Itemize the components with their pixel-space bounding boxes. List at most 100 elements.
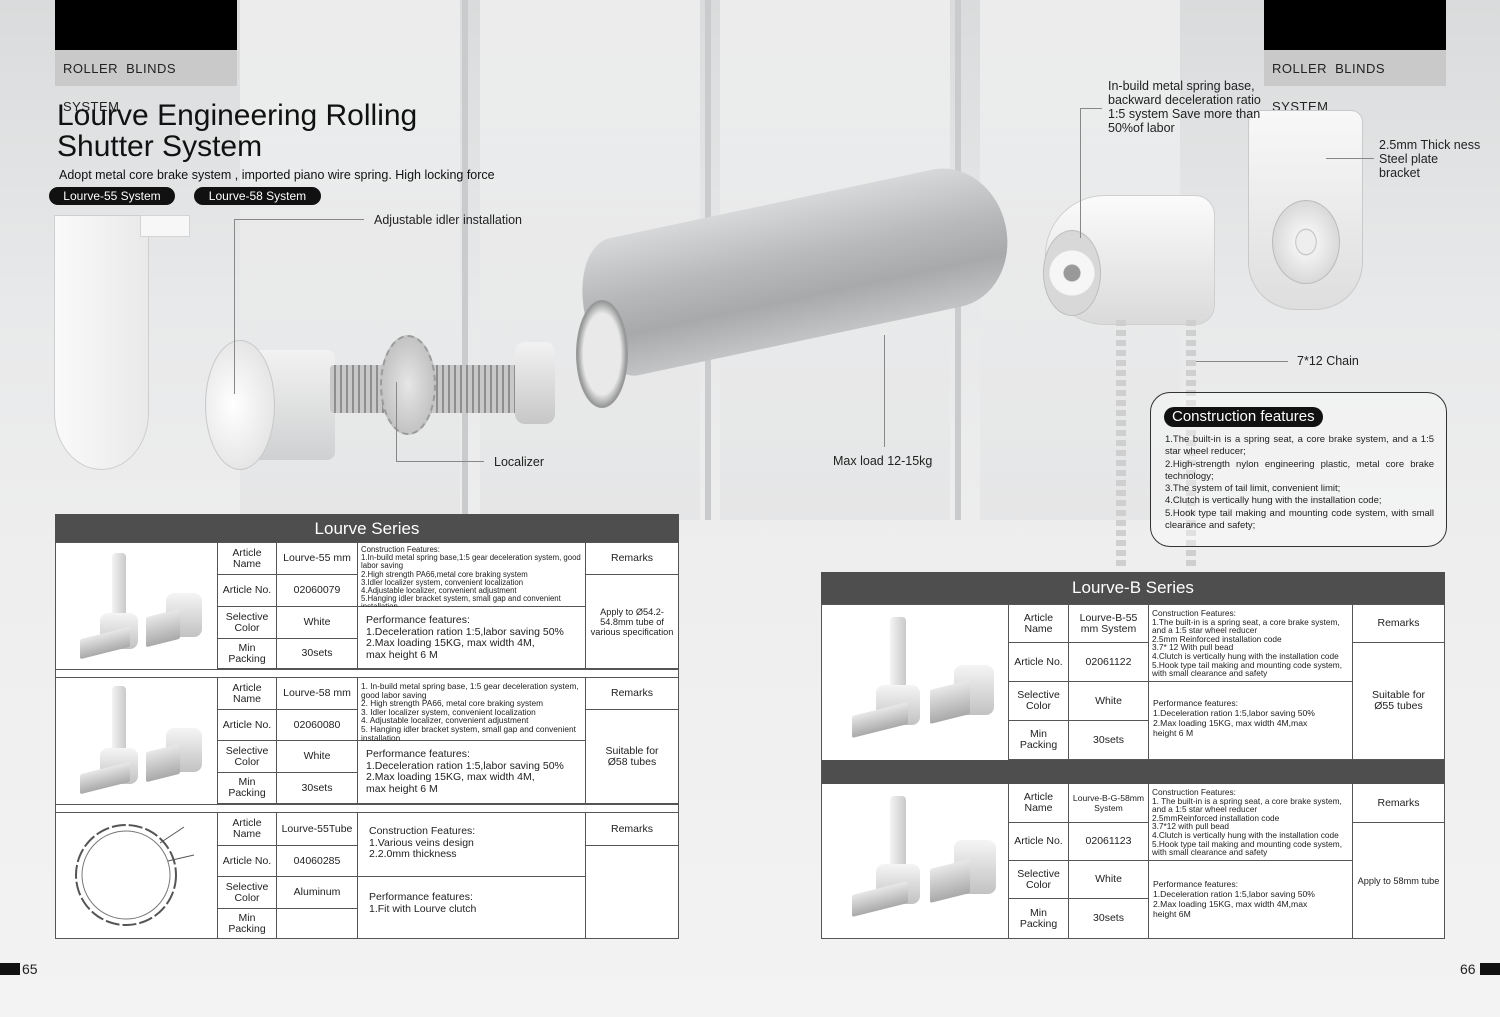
value-article-no: 04060285 xyxy=(277,846,358,877)
product-photo-lourve-55 xyxy=(56,543,217,669)
leader-chain xyxy=(1196,361,1288,362)
tube-profile-icon xyxy=(75,824,195,926)
left-bracket-top xyxy=(140,215,190,237)
label-article-name: Article Name xyxy=(217,678,277,710)
construction-line: 1.Various veins design xyxy=(369,836,474,849)
performance-line: 2.Max loading 15KG, max width 4M, xyxy=(366,771,535,783)
tube-mouth-drawing xyxy=(576,300,628,408)
construction-line: 2. High strength PA66, metal core brakin… xyxy=(361,698,544,709)
product-photo-lourve-b-55 xyxy=(822,605,1008,760)
leader-localizer-horizontal xyxy=(396,461,484,462)
construction-features-cell: Construction Features: 1. The built-in i… xyxy=(1149,784,1353,861)
performance-line: 1.Deceleration ration 1:5,labor saving 5… xyxy=(1153,708,1315,718)
label-selective-color: Selective Color xyxy=(217,877,277,909)
value-article-no: 02061123 xyxy=(1069,823,1149,861)
lourve-series-title: Lourve Series xyxy=(55,514,679,543)
leader-spring-base-horizontal xyxy=(1080,108,1102,109)
construction-line: 3. Idler localizer system, convenient lo… xyxy=(361,706,536,717)
label-article-name: Article Name xyxy=(217,813,277,846)
spring-end-drawing xyxy=(515,342,555,424)
construction-line: 1.In-build metal spring base,1:5 gear de… xyxy=(361,553,581,571)
bracket-hole-drawing xyxy=(1272,200,1340,284)
label-selective-color: Selective Color xyxy=(1008,861,1069,899)
performance-line: 2.Max loading 15KG, max width 4M,max xyxy=(1153,718,1308,728)
remarks-header: Remarks xyxy=(586,678,679,710)
construction-line: 5.Hanging idler bracket system, small ga… xyxy=(361,594,561,612)
construction-line: 3.7*12 with pull bead xyxy=(1152,821,1230,832)
performance-line: Performance features: xyxy=(1153,879,1239,889)
performance-line: max height 6 M xyxy=(366,648,438,661)
construction-features-list: 1.The built-in is a spring seat, a core … xyxy=(1165,434,1434,532)
value-min-packing xyxy=(277,909,358,938)
performance-features-cell: Performance features: 1.Fit with Lourve … xyxy=(358,877,586,938)
construction-features-title: Construction features xyxy=(1164,407,1323,427)
value-article-name: Lourve-B-G-58mm System xyxy=(1069,784,1149,823)
localizer-gear-drawing xyxy=(380,335,436,435)
label-article-no: Article No. xyxy=(217,575,277,607)
callout-max-load: Max load 12-15kg xyxy=(833,454,933,468)
value-selective-color: White xyxy=(1069,682,1149,721)
construction-line: 4.Clutch is vertically hung with the ins… xyxy=(1152,829,1339,840)
title-line-1: Lourve Engineering Rolling xyxy=(57,99,418,132)
left-bracket-drawing xyxy=(54,215,149,470)
construction-line: 5. Hanging idler bracket system, small g… xyxy=(361,723,576,743)
construction-line: 2.High strength PA66,metal core braking … xyxy=(361,569,528,579)
performance-line: 2.Max loading 15KG, max width 4M,max xyxy=(1153,899,1308,909)
performance-line: Performance features: xyxy=(1153,698,1239,708)
performance-line: 1.Deceleration ration 1:5,labor saving 5… xyxy=(1153,889,1315,899)
construction-line: Construction Features: xyxy=(1152,787,1236,797)
label-min-packing: Min Packing xyxy=(217,773,277,804)
remarks-value: Apply to 58mm tube xyxy=(1353,823,1445,938)
row-divider xyxy=(56,669,678,678)
value-article-name: Lourve-B-55 mm System xyxy=(1069,605,1149,643)
page-marker-left xyxy=(0,963,20,975)
callout-bracket: 2.5mm Thick ness Steel plate bracket xyxy=(1379,138,1480,180)
callout-spring-base-line: In-build metal spring base, xyxy=(1108,79,1255,93)
construction-line: 5.Hook type tail making and mounting cod… xyxy=(1152,838,1343,858)
callout-spring-base-line: backward deceleration ratio xyxy=(1108,93,1261,107)
construction-line: 2.2.0mm thickness xyxy=(369,848,457,860)
label-min-packing: Min Packing xyxy=(217,639,277,669)
callout-idler: Adjustable idler installation xyxy=(374,213,523,227)
construction-features-cell: Construction Features: 1.Various veins d… xyxy=(358,813,586,877)
lourve-b-series-title: Lourve-B Series xyxy=(821,572,1445,604)
label-article-no: Article No. xyxy=(1008,823,1069,861)
leader-max-load xyxy=(884,335,885,447)
leader-idler-vertical xyxy=(234,219,235,394)
label-article-no: Article No. xyxy=(217,710,277,741)
callout-bracket-line: Steel plate xyxy=(1379,152,1439,166)
remarks-header: Remarks xyxy=(1353,605,1445,643)
value-article-no: 02060079 xyxy=(277,575,358,607)
value-selective-color: White xyxy=(1069,861,1149,899)
performance-line: height 6 M xyxy=(1153,728,1194,738)
construction-line: 1. The built-in is a spring seat, a core… xyxy=(1152,795,1342,815)
leader-bracket xyxy=(1326,158,1374,159)
callout-bracket-line: 2.5mm Thick ness xyxy=(1379,138,1481,152)
header-tab-left xyxy=(55,0,237,50)
page-marker-right xyxy=(1480,963,1500,975)
remarks-header: Remarks xyxy=(586,813,679,846)
value-article-no: 02060080 xyxy=(277,710,358,741)
construction-line: 3.7* 12 With pull bead xyxy=(1152,642,1234,653)
construction-line: 1.The built-in is a spring seat, a core … xyxy=(1152,616,1340,636)
label-article-no: Article No. xyxy=(217,846,277,877)
remarks-value: Apply to Ø54.2-54.8mm tube of various sp… xyxy=(586,575,679,669)
performance-line: 1.Fit with Lourve clutch xyxy=(369,902,477,915)
value-min-packing: 30sets xyxy=(277,773,358,804)
label-article-name: Article Name xyxy=(1008,784,1069,823)
remarks-header: Remarks xyxy=(1353,784,1445,823)
pill-lourve-55: Lourve-55 System xyxy=(49,187,175,205)
leader-localizer-vertical xyxy=(396,382,397,461)
label-selective-color: Selective Color xyxy=(1008,682,1069,721)
value-article-name: Lourve-55 mm xyxy=(277,543,358,575)
value-article-name: Lourve-58 mm xyxy=(277,678,358,710)
header-tab-right xyxy=(1264,0,1446,50)
section-label-left: ROLLER BLINDS SYSTEM xyxy=(55,50,237,114)
label-min-packing: Min Packing xyxy=(217,909,277,938)
value-selective-color: White xyxy=(277,741,358,773)
construction-feature-item: 3.The system of tail limit, convenient l… xyxy=(1165,483,1341,495)
construction-line: 3.Idler localizer system, convenient loc… xyxy=(361,577,524,587)
performance-line: Performance features: xyxy=(366,748,470,760)
value-article-name: Lourve-55Tube xyxy=(277,813,358,846)
construction-features-cell: 1. In-build metal spring base, 1:5 gear … xyxy=(358,678,586,743)
